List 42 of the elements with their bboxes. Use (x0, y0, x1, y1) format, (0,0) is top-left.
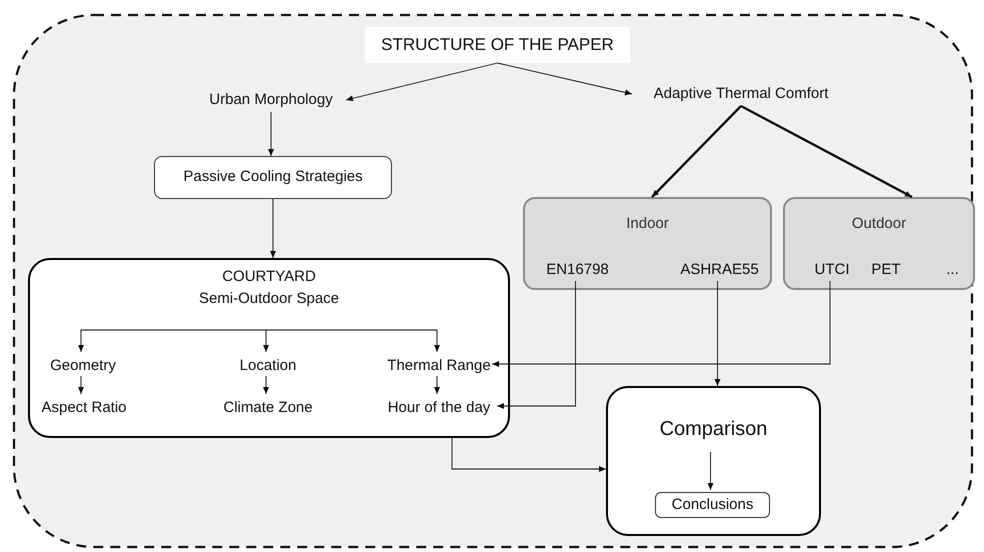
node-label: Aspect Ratio (34, 396, 134, 420)
arrow (263, 330, 269, 352)
node-label: Geometry (38, 354, 128, 378)
box-heading: Indoor (626, 214, 669, 234)
arrow (496, 280, 576, 409)
arrow (740, 104, 913, 198)
arrow (452, 438, 606, 472)
node-label: ... (940, 257, 965, 283)
node-label: Hour of the day (379, 396, 499, 420)
title-label: STRUCTURE OF THE PAPER (365, 27, 630, 63)
process-box: Passive Cooling Strategies (154, 156, 392, 199)
node-label: EN16798 (530, 257, 625, 283)
arrow (497, 62, 632, 96)
box-heading: Semi-Outdoor Space (198, 289, 340, 309)
group-box (606, 386, 821, 536)
arrow (714, 280, 720, 386)
arrow (346, 62, 498, 102)
box-heading: COURTYARD (222, 267, 316, 287)
arrow (708, 452, 714, 490)
result-box: Conclusions (655, 492, 770, 518)
arrow (268, 112, 274, 156)
arrow (78, 330, 266, 352)
box-heading: Comparison (660, 418, 768, 440)
node-label: Thermal Range (384, 354, 494, 378)
node-label: Adaptive Thermal Comfort (632, 82, 850, 106)
node-label: PET (865, 257, 907, 283)
arrow (651, 105, 742, 198)
arrow (492, 280, 830, 367)
arrow (270, 198, 276, 258)
group-box (28, 258, 510, 438)
node-label: Climate Zone (213, 396, 323, 420)
category-box (783, 197, 975, 290)
category-box (523, 197, 772, 290)
arrow (263, 376, 269, 394)
node-label: ASHRAE55 (672, 257, 767, 283)
box-heading: Outdoor (852, 214, 906, 234)
arrow (434, 376, 440, 394)
node-label: Urban Morphology (196, 88, 346, 112)
arrow (266, 330, 440, 352)
node-label: UTCI (812, 257, 852, 283)
arrow (78, 376, 84, 394)
node-label: Location (223, 354, 313, 378)
